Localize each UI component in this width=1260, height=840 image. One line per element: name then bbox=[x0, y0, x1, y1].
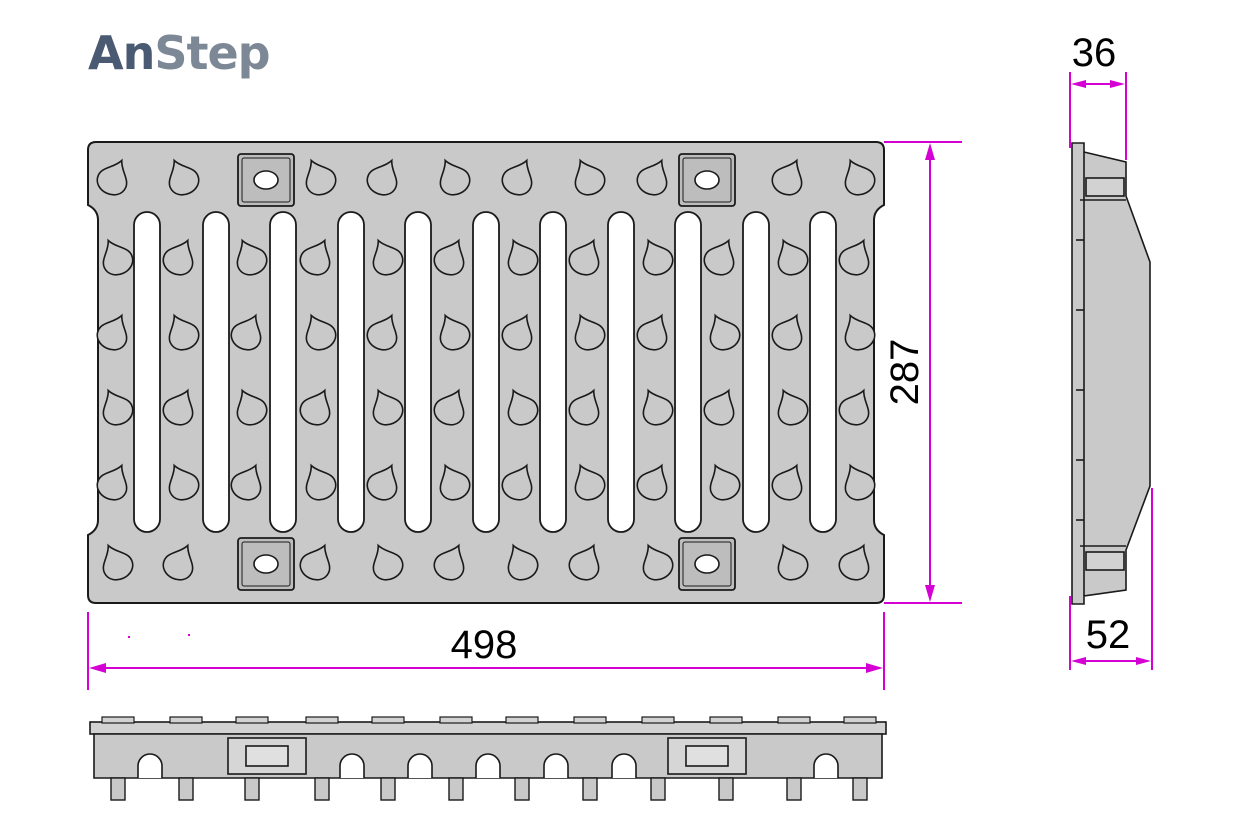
drain-slot bbox=[472, 211, 500, 533]
arrow-36-right bbox=[1110, 80, 1125, 88]
logo-part-an: An bbox=[88, 26, 155, 80]
front-leg bbox=[244, 777, 260, 801]
front-leg bbox=[582, 777, 598, 801]
dimension-lines bbox=[87, 72, 1153, 690]
front-leg bbox=[380, 777, 396, 801]
front-leg bbox=[448, 777, 464, 801]
drain-slot bbox=[539, 211, 567, 533]
arrow-52-left bbox=[1071, 657, 1086, 665]
arrow-width-left bbox=[89, 663, 106, 673]
bolt-pad-inner bbox=[241, 541, 291, 587]
front-top-tabs bbox=[101, 716, 877, 724]
front-lock-right-inner bbox=[685, 745, 729, 767]
drain-slot bbox=[404, 211, 432, 533]
arrow-36-left bbox=[1071, 80, 1086, 88]
front-arch bbox=[543, 753, 569, 778]
drain-slot bbox=[337, 211, 365, 533]
bolt-pad-inner bbox=[682, 541, 732, 587]
arrow-height-bottom bbox=[925, 585, 935, 602]
front-leg bbox=[718, 777, 734, 801]
anstep-logo: AnStep bbox=[88, 30, 271, 76]
front-lock-left-inner bbox=[245, 745, 289, 767]
grate-front-view bbox=[89, 716, 887, 801]
dim-label-height: 287 bbox=[883, 339, 927, 406]
front-leg bbox=[514, 777, 530, 801]
bolt-pad-inner bbox=[682, 157, 732, 203]
bolt-pad-inner bbox=[241, 157, 291, 203]
drain-slots bbox=[133, 211, 837, 533]
front-tab bbox=[235, 716, 269, 724]
front-tab bbox=[169, 716, 203, 724]
drain-slot bbox=[133, 211, 161, 533]
front-tab bbox=[101, 716, 135, 724]
arrow-width-right bbox=[866, 663, 883, 673]
dim-label-width: 498 bbox=[451, 623, 518, 667]
front-leg bbox=[110, 777, 126, 801]
drain-slot bbox=[809, 211, 837, 533]
bolt-hole bbox=[253, 170, 279, 190]
front-arch bbox=[611, 753, 637, 778]
bolt-holes bbox=[237, 153, 736, 591]
front-tab bbox=[439, 716, 473, 724]
front-tab bbox=[305, 716, 339, 724]
side-lug-bottom bbox=[1085, 551, 1125, 571]
front-arch bbox=[339, 753, 365, 778]
front-arches bbox=[137, 753, 839, 778]
front-arch bbox=[813, 753, 839, 778]
stray-mark-2 bbox=[188, 634, 190, 636]
front-tab bbox=[843, 716, 877, 724]
front-leg bbox=[178, 777, 194, 801]
front-top-flange bbox=[89, 721, 887, 735]
arrow-height-top bbox=[925, 143, 935, 160]
front-tab bbox=[641, 716, 675, 724]
front-tab bbox=[777, 716, 811, 724]
drain-slot bbox=[269, 211, 297, 533]
dim-label-bottom-width: 52 bbox=[1086, 613, 1131, 657]
bolt-hole bbox=[694, 170, 720, 190]
side-lug-top bbox=[1085, 177, 1125, 197]
grate-side-view bbox=[1071, 142, 1151, 605]
bolt-hole bbox=[694, 554, 720, 574]
front-arch bbox=[137, 753, 163, 778]
front-tab bbox=[371, 716, 405, 724]
front-tab bbox=[573, 716, 607, 724]
stray-mark-1 bbox=[128, 636, 130, 638]
front-legs bbox=[110, 777, 868, 801]
dim-label-top-width: 36 bbox=[1072, 31, 1117, 75]
front-arch bbox=[407, 753, 433, 778]
drain-slot bbox=[674, 211, 702, 533]
front-tab bbox=[709, 716, 743, 724]
front-tab bbox=[505, 716, 539, 724]
grate-top-view bbox=[87, 141, 885, 604]
front-leg bbox=[786, 777, 802, 801]
front-leg bbox=[314, 777, 330, 801]
drain-slot bbox=[202, 211, 230, 533]
front-leg bbox=[852, 777, 868, 801]
drain-slot bbox=[607, 211, 635, 533]
front-leg bbox=[650, 777, 666, 801]
drain-slot bbox=[742, 211, 770, 533]
bolt-hole bbox=[253, 554, 279, 574]
arrow-52-right bbox=[1136, 657, 1151, 665]
logo-part-step: Step bbox=[154, 26, 270, 80]
front-arch bbox=[475, 753, 501, 778]
